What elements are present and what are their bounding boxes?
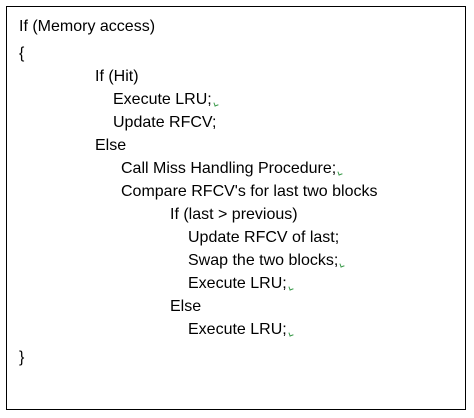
code-line-13: Else [170, 298, 202, 315]
code-text: Execute LRU; [188, 321, 287, 338]
code-line-15: } [19, 349, 25, 366]
code-text: Execute LRU; [113, 91, 212, 108]
code-line-11: Swap the two blocks; [188, 251, 345, 271]
code-line-14: Execute LRU; [188, 320, 294, 340]
code-line-9: If (last > previous) [170, 206, 298, 223]
code-line-10: Update RFCV of last; [188, 229, 340, 246]
code-text: Execute LRU; [188, 275, 287, 292]
code-box: If (Memory access) { If (Hit) Execute LR… [6, 6, 466, 410]
code-line-8: Compare RFCV's for last two blocks [121, 183, 378, 200]
code-text: Call Miss Handling Procedure; [121, 160, 337, 177]
code-line-2: { [19, 45, 25, 62]
autocorrect-mark-icon [288, 286, 294, 292]
code-line-12: Execute LRU; [188, 274, 294, 294]
autocorrect-mark-icon [288, 332, 294, 338]
code-line-7: Call Miss Handling Procedure; [121, 159, 343, 179]
code-text: Swap the two blocks; [188, 252, 339, 269]
code-line-5: Update RFCV; [113, 114, 217, 131]
code-line-3: If (Hit) [95, 68, 139, 85]
code-line-1: If (Memory access) [19, 18, 156, 35]
autocorrect-mark-icon [337, 171, 343, 177]
autocorrect-mark-icon [339, 263, 345, 269]
code-line-6: Else [95, 137, 127, 154]
code-line-4: Execute LRU; [113, 90, 219, 110]
autocorrect-mark-icon [213, 102, 219, 108]
